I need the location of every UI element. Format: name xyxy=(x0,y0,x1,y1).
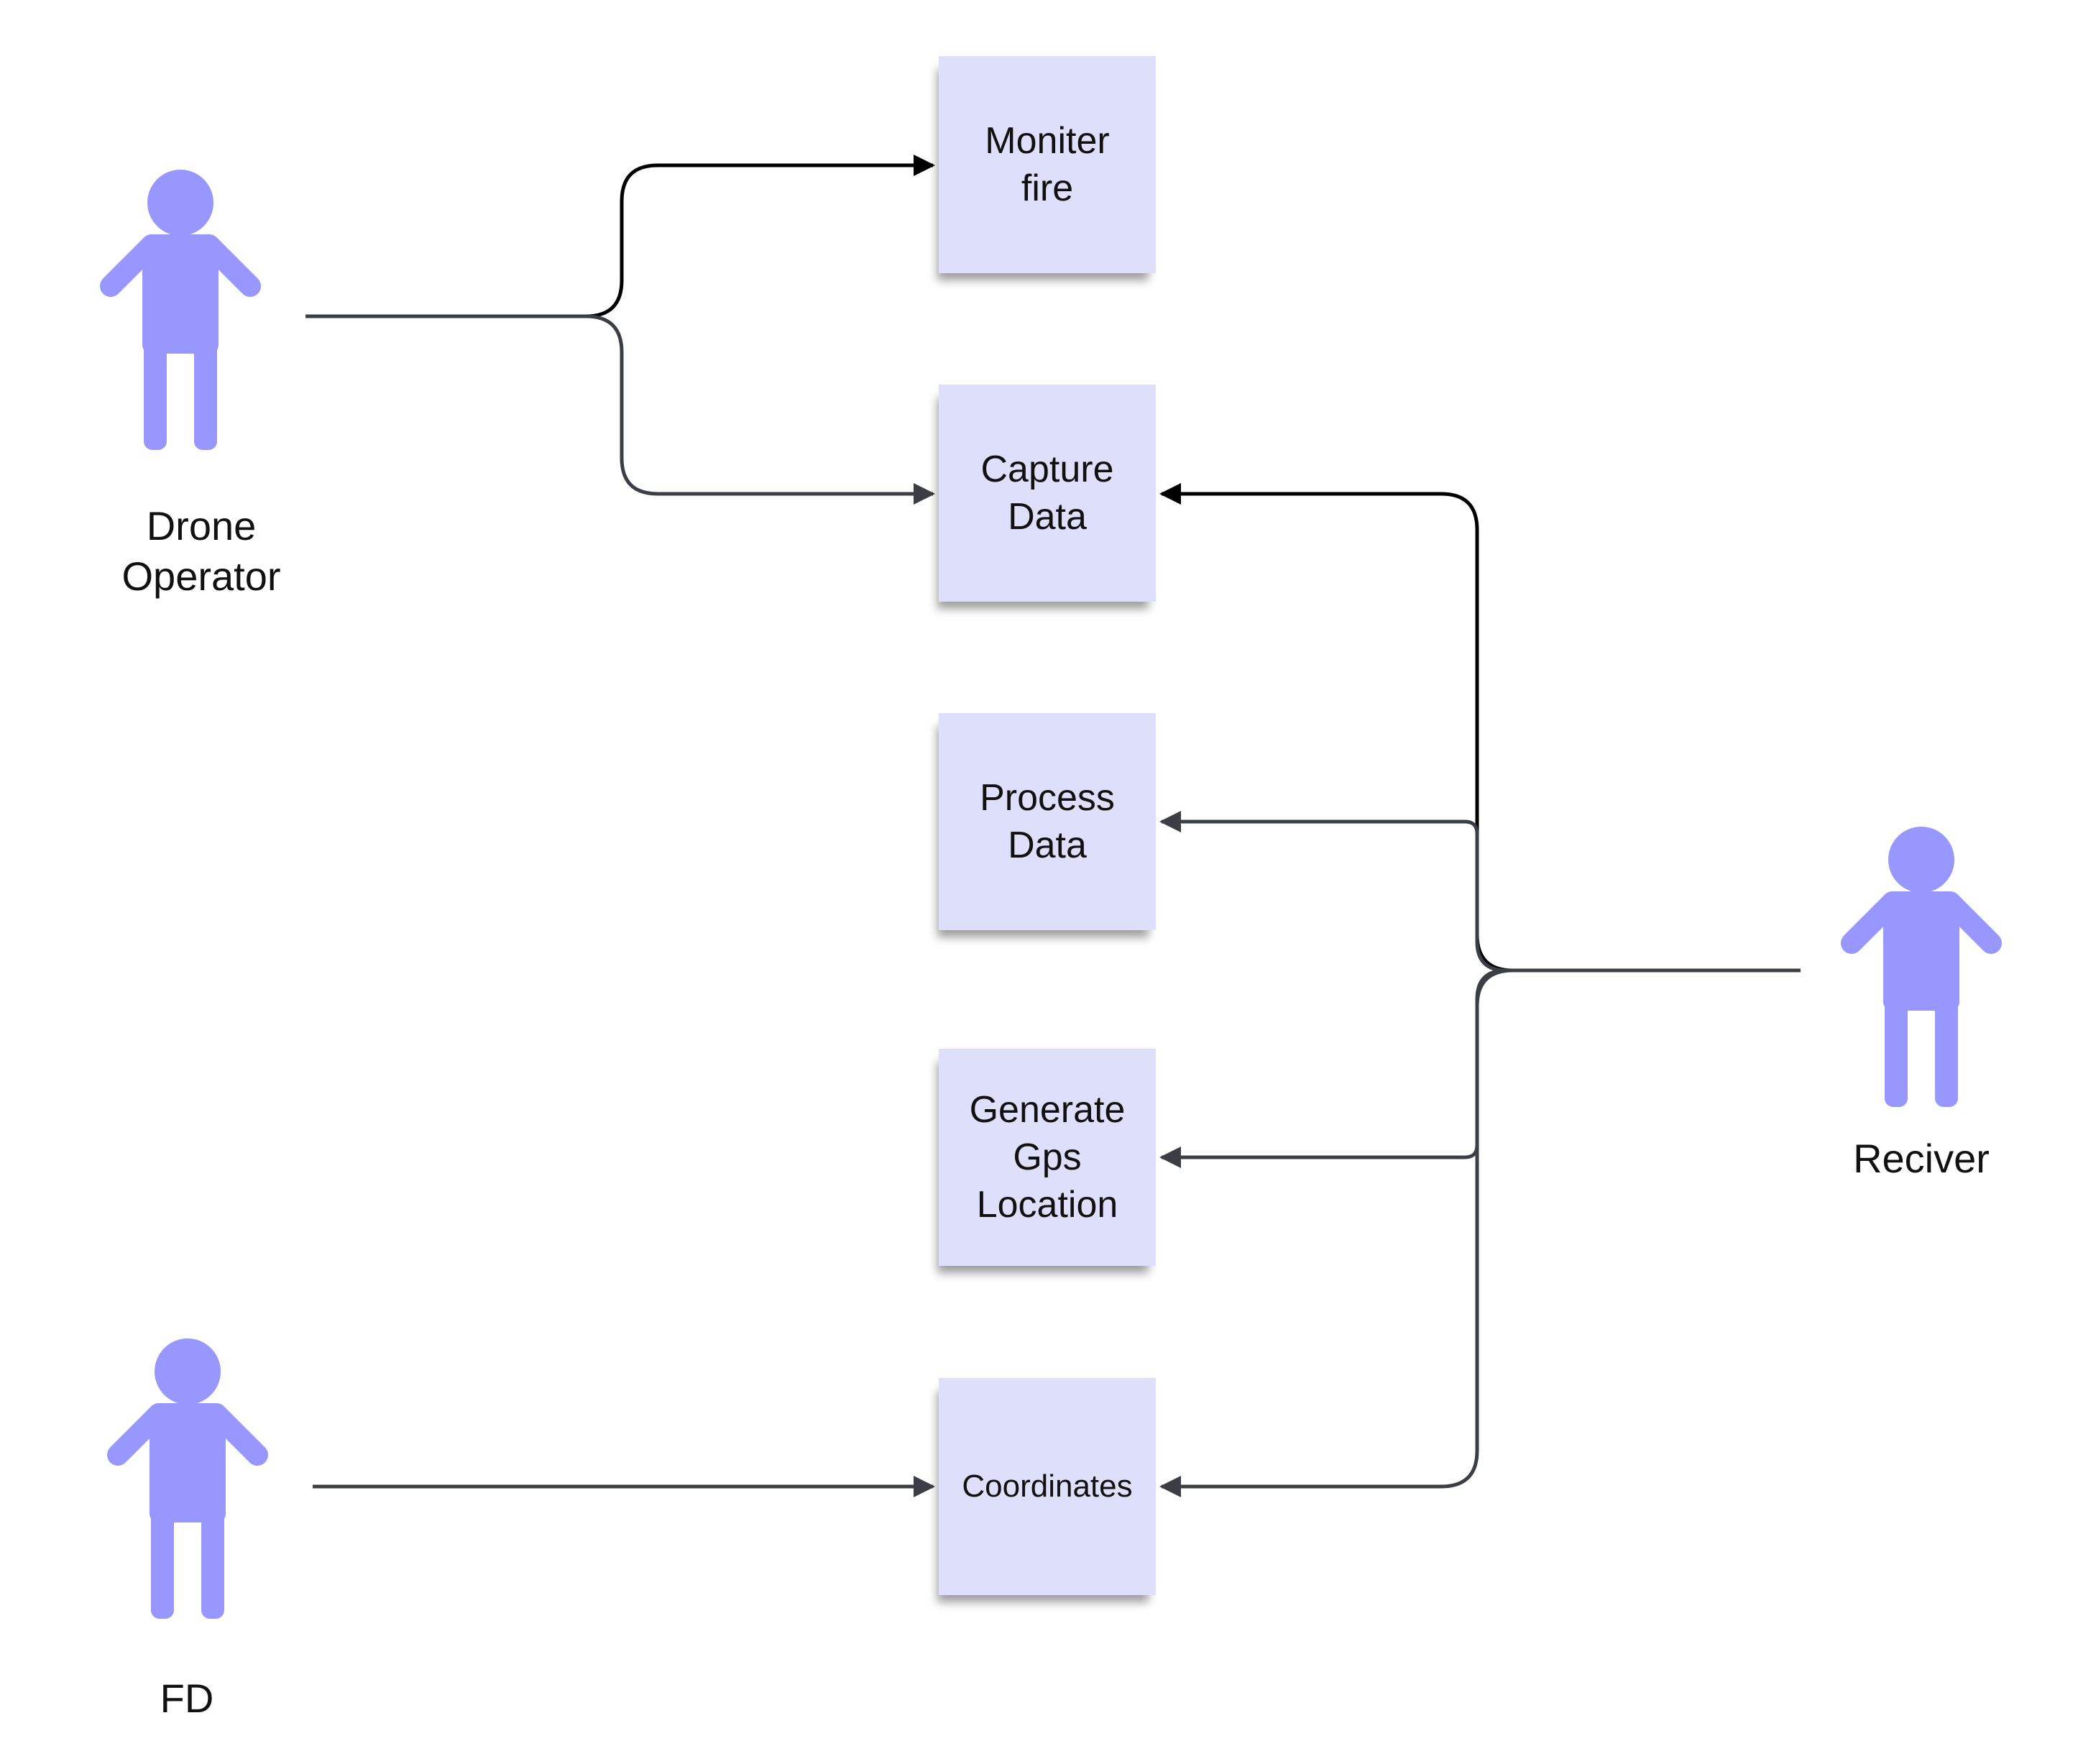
process-coordinates[interactable]: Coordinates xyxy=(939,1378,1156,1595)
process-label: Coordinates xyxy=(962,1469,1133,1504)
connector-reciver-to-coordinates xyxy=(1159,968,1801,1497)
person-icon xyxy=(100,170,261,450)
process-moniter-fire[interactable]: Moniter fire xyxy=(939,56,1156,273)
person-icon xyxy=(1841,827,2002,1107)
connector-drone-operator-to-capture-data xyxy=(305,314,935,505)
actor-fd[interactable] xyxy=(99,1338,276,1626)
process-label: Generate Gps Location xyxy=(969,1089,1126,1226)
actor-label-reciver: Reciver xyxy=(1853,1136,1990,1181)
actor-label-drone-operator: Drone Operator xyxy=(121,503,281,599)
actor-drone-operator[interactable] xyxy=(92,170,269,457)
process-capture-data[interactable]: Capture Data xyxy=(939,385,1156,602)
connector-reciver-to-capture-data xyxy=(1159,483,1801,973)
actor-reciver[interactable] xyxy=(1833,827,2010,1114)
connector-drone-operator-to-moniter-fire xyxy=(305,155,935,318)
process-generate-gps-location[interactable]: Generate Gps Location xyxy=(939,1049,1156,1266)
process-process-data[interactable]: Process Data xyxy=(939,713,1156,930)
actor-label-fd: FD xyxy=(160,1676,214,1721)
process-label: Capture Data xyxy=(980,449,1114,538)
connector-reciver-to-process-data xyxy=(1159,811,1801,973)
process-label: Moniter fire xyxy=(985,120,1110,209)
process-label: Process Data xyxy=(980,777,1115,866)
connector-reciver-to-generate-gps-location xyxy=(1159,968,1801,1168)
person-icon xyxy=(107,1338,268,1619)
